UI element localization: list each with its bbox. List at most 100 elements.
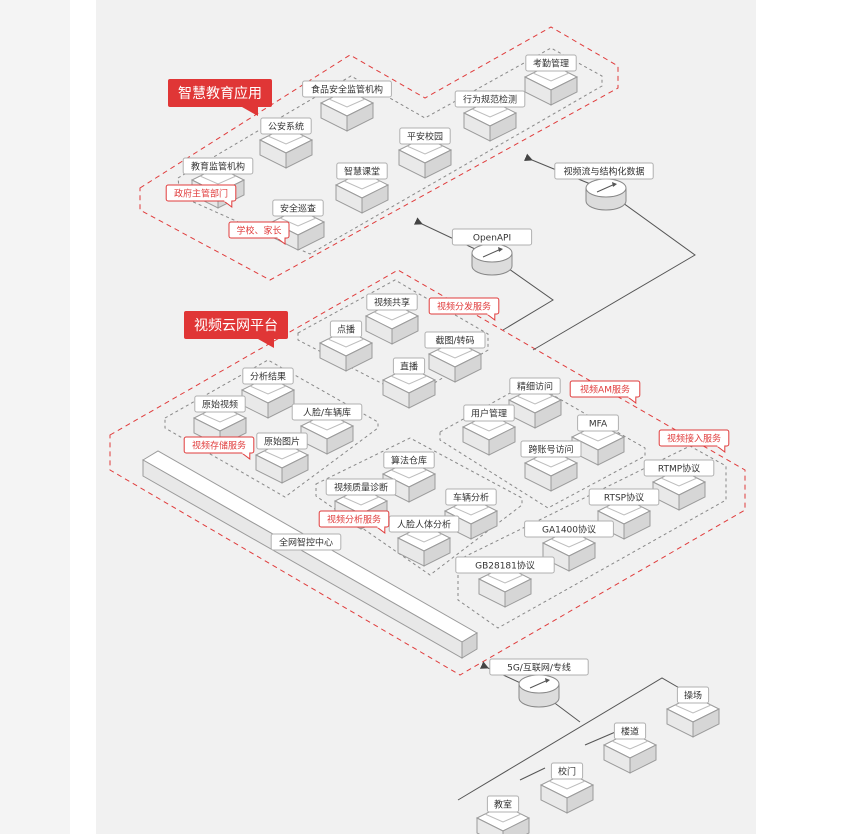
raw-image-label-text: 原始图片: [264, 435, 300, 447]
raw-video-label-text: 原始视频: [202, 398, 238, 410]
video-share-label: 视频共享: [366, 293, 418, 311]
gate-label: 校门: [550, 762, 584, 780]
control-center-label-text: 全网智控中心: [279, 536, 333, 548]
gov-dept-tag: 政府主管部门: [165, 184, 237, 208]
vod-label: 点播: [329, 320, 363, 338]
analysis-service-tag: 视频分析服务: [318, 510, 390, 534]
distribution-group: [297, 279, 489, 399]
mfa-label-text: MFA: [589, 419, 608, 429]
gate-label-text: 校门: [558, 765, 576, 777]
attendance-label: 考勤管理: [525, 54, 577, 72]
playground-label-text: 操场: [684, 689, 702, 701]
network-gateway: [518, 674, 560, 708]
corridor-label-text: 楼道: [621, 725, 639, 737]
video-stream-gateway: [585, 178, 627, 211]
left-gutter: [70, 0, 96, 834]
gb28181-label: GB28181协议: [455, 556, 555, 574]
campus-patrol-label: 安全巡查: [272, 199, 324, 217]
face-vehicle-db-label-text: 人脸/车辆库: [303, 406, 351, 418]
playground-label: 操场: [676, 686, 710, 704]
mfa-label: MFA: [577, 414, 619, 432]
behavior-detection-label-text: 行为规范检测: [463, 93, 517, 105]
public-security-label-text: 公安系统: [268, 120, 304, 132]
cross-account-label: 跨账号访问: [520, 440, 582, 458]
safe-campus-label: 平安校园: [399, 127, 451, 145]
am-service-tag: 视频AM服务: [569, 380, 641, 404]
fine-access-label: 精细访问: [509, 377, 561, 395]
classroom-label: 教室: [486, 795, 520, 813]
am-service-tag-text: 视频AM服务: [580, 383, 630, 395]
analysis-service-tag-text: 视频分析服务: [327, 513, 381, 525]
video-stream-label-text: 视频流与结构化数据: [563, 165, 644, 177]
education-bureau-label-text: 教育监管机构: [191, 160, 245, 172]
food-safety-label: 食品安全监管机构: [302, 80, 392, 98]
analysis-result-label-text: 分析结果: [250, 370, 286, 382]
storage-group: [164, 359, 379, 498]
gb28181-label-text: GB28181协议: [475, 559, 535, 571]
rtmp-label: RTMP协议: [643, 459, 715, 477]
live-label: 直播: [392, 357, 426, 375]
gov-dept-tag-text: 政府主管部门: [174, 187, 228, 199]
safe-campus-label-text: 平安校园: [407, 130, 443, 142]
storage-service-tag-text: 视频存储服务: [192, 439, 246, 451]
openapi-label: OpenAPI: [451, 228, 533, 246]
analysis-result-label: 分析结果: [242, 367, 294, 385]
school-parents-tag: 学校、家长: [228, 221, 290, 245]
face-vehicle-db-label: 人脸/车辆库: [291, 403, 363, 421]
algorithm-store-label: 算法仓库: [383, 451, 435, 469]
vod-label-text: 点播: [337, 323, 355, 335]
user-mgmt-label-text: 用户管理: [471, 407, 507, 419]
rtmp-label-text: RTMP协议: [658, 462, 700, 474]
school-parents-tag-text: 学校、家长: [236, 224, 281, 236]
behavior-detection-label: 行为规范检测: [454, 90, 526, 108]
distribution-service-tag: 视频分发服务: [428, 297, 500, 321]
storage-service-tag: 视频存储服务: [183, 436, 255, 460]
raw-video-label: 原始视频: [194, 395, 246, 413]
quality-diag-label-text: 视频质量诊断: [334, 481, 388, 493]
smart-classroom-label-text: 智慧课堂: [344, 165, 380, 177]
rtsp-label-text: RTSP协议: [604, 491, 644, 503]
corridor-label: 楼道: [613, 722, 647, 740]
classroom-label-text: 教室: [494, 798, 512, 810]
ga1400-label-text: GA1400协议: [542, 523, 596, 535]
capture-label-text: 截图/转码: [435, 334, 474, 346]
public-security-label: 公安系统: [260, 117, 312, 135]
live-label-text: 直播: [400, 360, 418, 372]
video-stream-label: 视频流与结构化数据: [554, 162, 654, 180]
control-center-label: 全网智控中心: [270, 533, 342, 551]
raw-image-label: 原始图片: [256, 432, 308, 450]
network-label: 5G/互联网/专线: [489, 658, 589, 676]
gate-branch: [519, 767, 546, 781]
access-service-tag-text: 视频接入服务: [667, 432, 721, 444]
right-gutter: [756, 0, 850, 834]
user-mgmt-label: 用户管理: [463, 404, 515, 422]
face-body-analysis-label-text: 人脸人体分析: [397, 518, 451, 530]
ga1400-label: GA1400协议: [524, 520, 614, 538]
fine-access-label-text: 精细访问: [517, 380, 553, 392]
openapi-label-text: OpenAPI: [473, 233, 511, 243]
quality-diag-label: 视频质量诊断: [325, 478, 397, 496]
smart-classroom-label: 智慧课堂: [336, 162, 388, 180]
algorithm-store-label-text: 算法仓库: [391, 454, 427, 466]
education-zone-label: 智慧教育应用: [178, 85, 262, 102]
cloud-zone-label: 视频云网平台: [194, 318, 278, 334]
network-label-text: 5G/互联网/专线: [507, 661, 571, 673]
education-zone-title: 智慧教育应用: [168, 79, 272, 116]
left-margin: [0, 0, 70, 834]
vehicle-analysis-label: 车辆分析: [445, 488, 497, 506]
campus-patrol-label-text: 安全巡查: [280, 202, 316, 214]
openapi-gateway: [471, 243, 513, 276]
vehicle-analysis-label-text: 车辆分析: [453, 491, 489, 503]
access-service-tag: 视频接入服务: [658, 429, 730, 453]
cross-account-label-text: 跨账号访问: [528, 443, 573, 455]
education-bureau-label: 教育监管机构: [182, 157, 254, 175]
rtsp-label: RTSP协议: [588, 488, 660, 506]
face-body-analysis-label: 人脸人体分析: [388, 515, 460, 533]
food-safety-label-text: 食品安全监管机构: [311, 83, 383, 95]
analysis-group: [315, 437, 523, 576]
cloud-zone-title: 视频云网平台: [184, 311, 288, 348]
video-share-label-text: 视频共享: [374, 296, 410, 308]
capture-label: 截图/转码: [424, 331, 486, 349]
